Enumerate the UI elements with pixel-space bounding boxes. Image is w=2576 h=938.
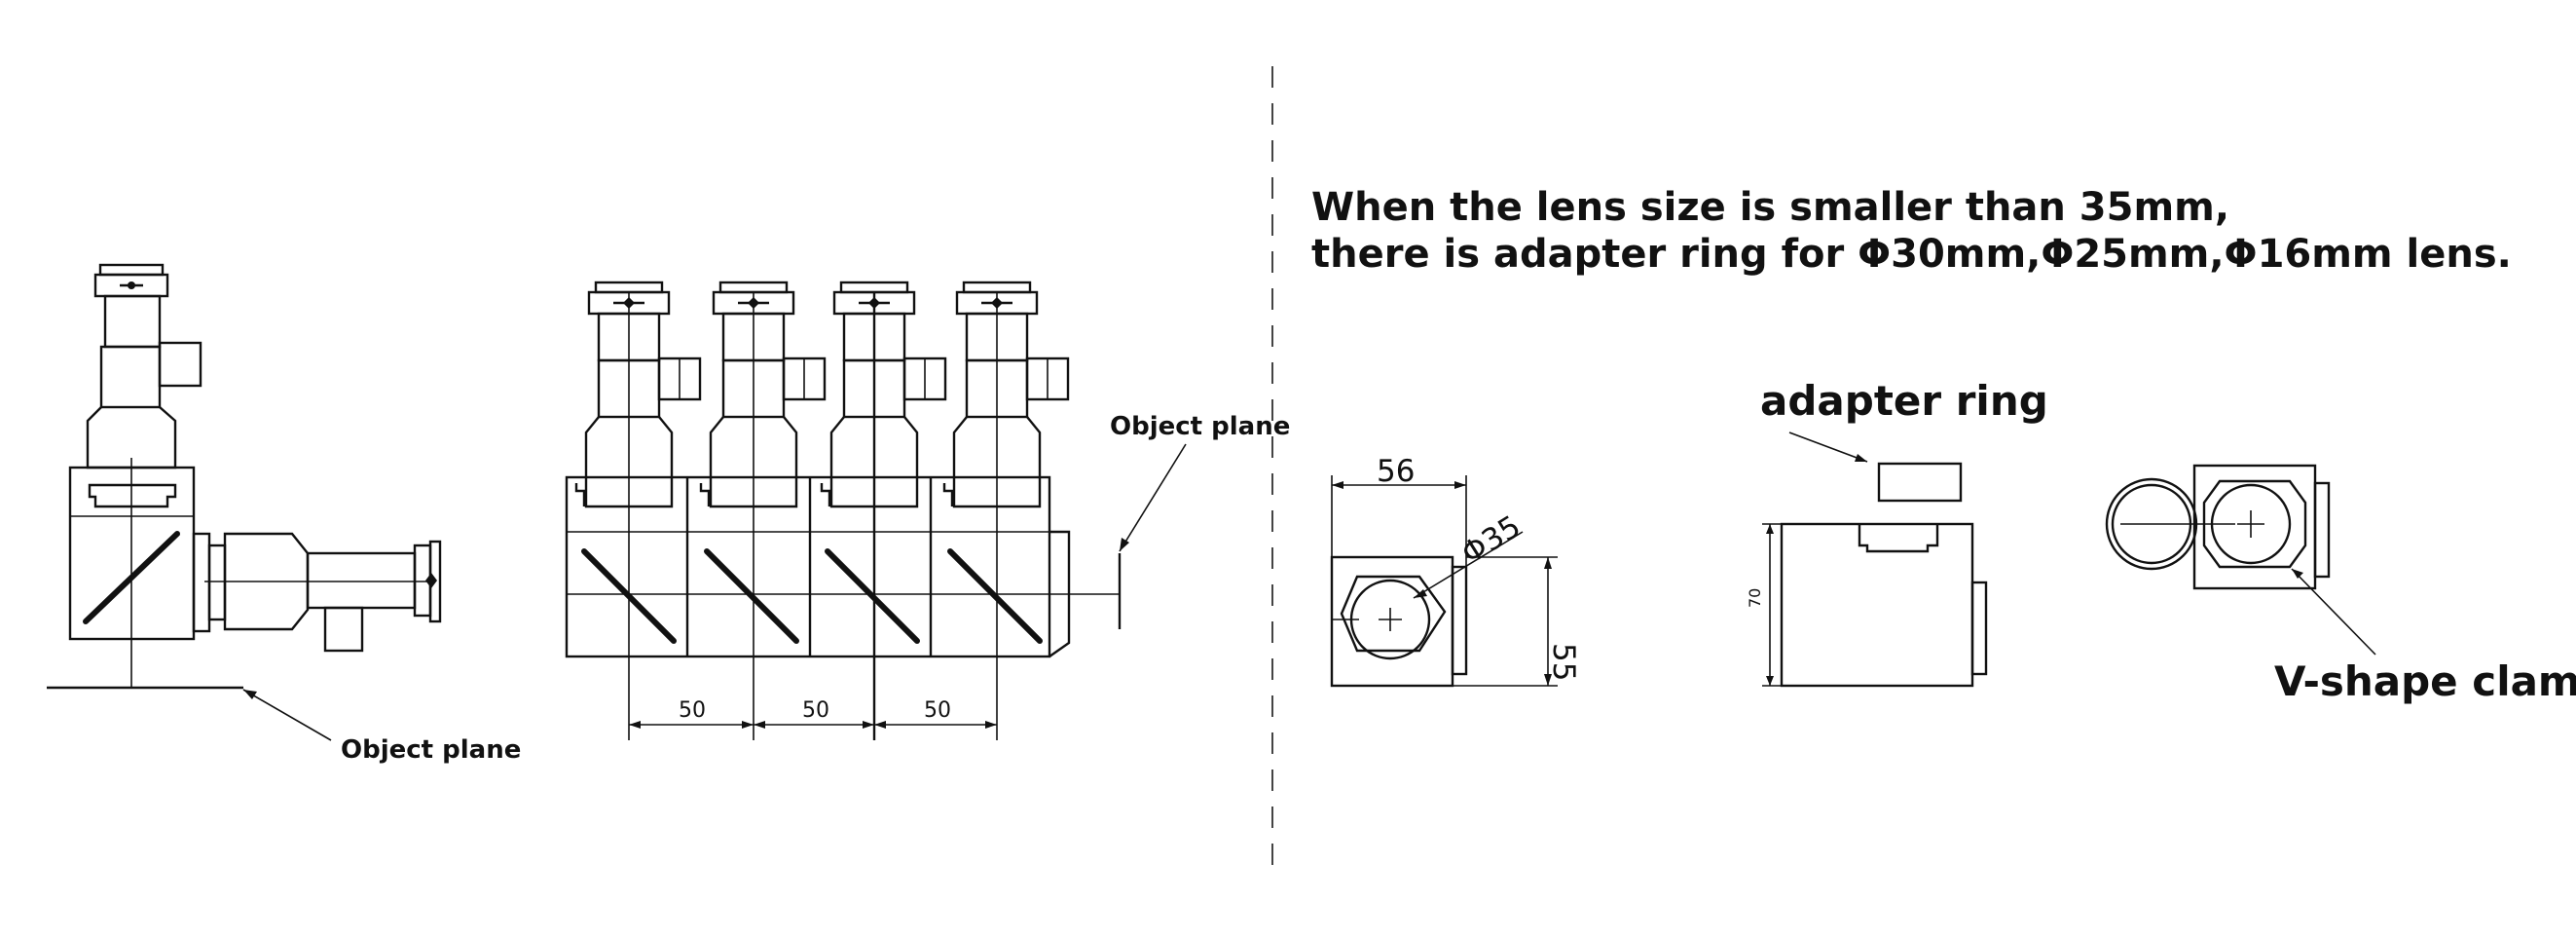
object-plane-label-left: Object plane [341,735,521,765]
pitch-dimension-3: 50 [924,698,951,723]
pitch-dimension-1: 50 [679,698,706,723]
adapter-ring-label: adapter ring [1760,377,2048,425]
heading-line-1: When the lens size is smaller than 35mm, [1311,185,2229,230]
height-dimension-side: 55 [1546,643,1581,681]
height-dimension-front: 70 [1746,588,1764,608]
v-clamp-label: V-shape clamp [2274,657,2576,705]
object-plane-label-right: Object plane [1110,412,1290,441]
clamp-dimension-drawing [1330,475,1558,688]
heading-line-2: there is adapter ring for Φ30mm,Φ25mm,Φ1… [1311,232,2512,277]
quad-module-drawing [565,281,1187,740]
v-clamp-drawing [2105,464,2376,656]
pitch-dimension-2: 50 [802,698,829,723]
single-module-drawing [47,263,442,741]
adapter-ring-drawing [1762,431,1988,688]
width-dimension: 56 [1377,454,1415,489]
